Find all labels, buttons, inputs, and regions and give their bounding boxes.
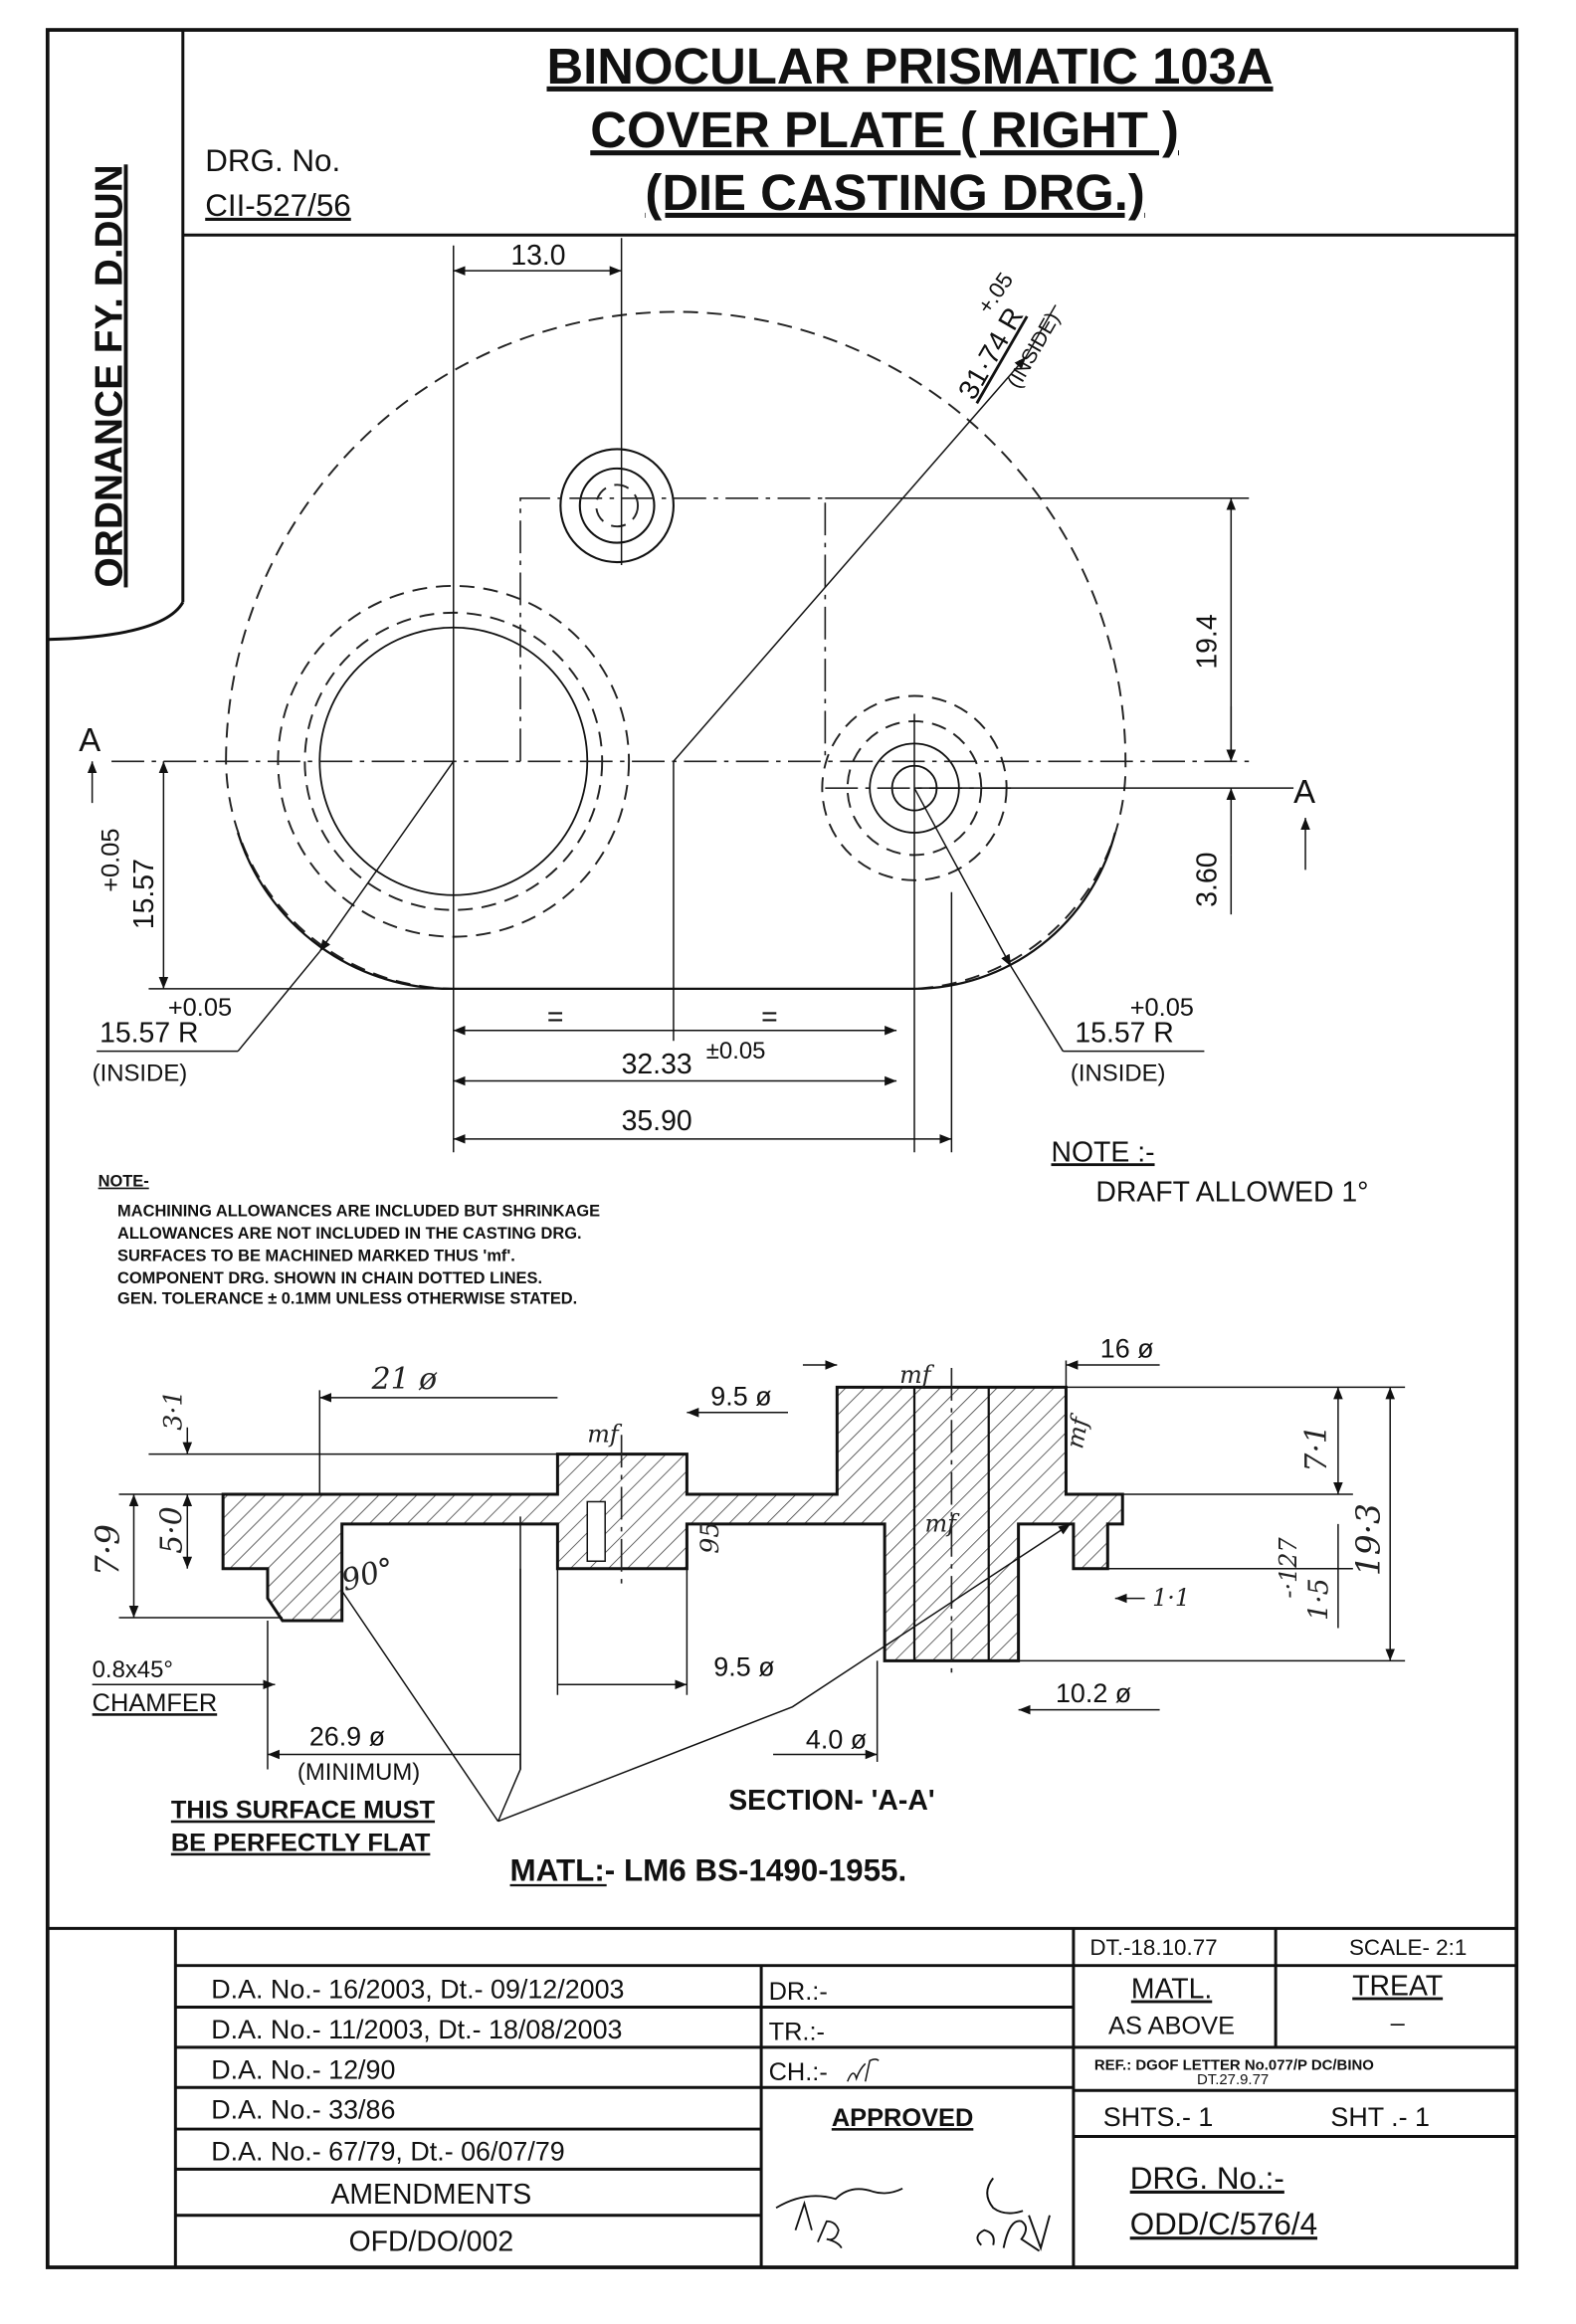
left-radius: 15.57 R: [99, 1018, 198, 1050]
title-line-3: (DIE CASTING DRG.): [645, 164, 1144, 221]
approver-signature-1: [775, 2188, 903, 2249]
drawing-number: CII-527/56: [205, 188, 351, 223]
dim-19-3: 19·3: [1349, 1503, 1388, 1576]
dim-1-1: 1·1: [1152, 1584, 1190, 1612]
chamfer-label: CHAMFER: [93, 1689, 218, 1717]
material-value: AS ABOVE: [1108, 2012, 1235, 2039]
final-drawing-number-label: DRG. No.:-: [1130, 2161, 1284, 2196]
amendments-label: AMENDMENTS: [330, 2179, 531, 2211]
drawing-frame: [45, 28, 1519, 2269]
note-line: GEN. TOLERANCE ± 0.1MM UNLESS OTHERWISE …: [117, 1290, 577, 1308]
right-radius-tolerance: +0.05: [1130, 994, 1194, 1022]
drawing-number-label: DRG. No.: [205, 143, 340, 178]
title-line-2: COVER PLATE ( RIGHT ): [590, 101, 1179, 158]
dim-tolerance-127: -·127: [1275, 1537, 1302, 1599]
notes: NOTE- MACHINING ALLOWANCES ARE INCLUDED …: [98, 1136, 1369, 1307]
cover-plate-outline: [225, 310, 1127, 990]
amendment-row: D.A. No.- 12/90: [211, 2054, 395, 2084]
final-drawing-number: ODD/C/576/4: [1130, 2207, 1317, 2241]
dim-21-dia: 21 ø: [371, 1362, 439, 1397]
note-line: ALLOWANCES ARE NOT INCLUDED IN THE CASTI…: [117, 1225, 582, 1243]
treatment-value: –: [1391, 2009, 1406, 2036]
approver-signature-2: [976, 2177, 1051, 2252]
note-line: MACHINING ALLOWANCES ARE INCLUDED BUT SH…: [117, 1203, 600, 1221]
dim-26-9-dia: 26.9 ø: [309, 1722, 385, 1752]
dim-10-2-dia: 10.2 ø: [1056, 1678, 1131, 1708]
dim-1-5: 1·5: [1303, 1578, 1334, 1621]
dim-minimum: (MINIMUM): [297, 1759, 420, 1786]
draft-note-heading: NOTE :-: [1051, 1136, 1154, 1168]
dim-3-1: 3·1: [157, 1390, 187, 1430]
section-mark-left: A: [79, 721, 100, 758]
header: ORDNANCE FY. D.DUN DRG. No. CII-527/56 B…: [89, 38, 1274, 588]
amendment-row: D.A. No.- 67/79, Dt.- 06/07/79: [211, 2136, 565, 2166]
small-boss-circle: [559, 448, 675, 564]
dim-9-5-top: 9.5 ø: [710, 1381, 771, 1411]
angle-90: 90°: [338, 1551, 398, 1599]
right-radius: 15.57 R: [1075, 1018, 1173, 1050]
dim-5-0: 5·0: [154, 1506, 189, 1554]
treatment-label: TREAT: [1352, 1971, 1443, 2003]
dim-95: 95: [694, 1521, 724, 1553]
dim-35-90: 35.90: [622, 1105, 692, 1137]
left-radius-tolerance: +0.05: [168, 994, 232, 1022]
flat-surface-note-line-2: BE PERFECTLY FLAT: [171, 1830, 431, 1857]
dim-13-0: 13.0: [510, 240, 565, 272]
material-spec: MATL:- LM6 BS-1490-1955.: [510, 1853, 907, 1888]
approved-label: APPROVED: [832, 2104, 974, 2132]
equal-left: =: [547, 1001, 564, 1033]
title-block: D.A. No.- 16/2003, Dt.- 09/12/2003 D.A. …: [47, 1926, 1517, 2268]
equal-right: =: [761, 1001, 778, 1033]
draft-note-text: DRAFT ALLOWED 1°: [1095, 1177, 1368, 1209]
section-mark-right: A: [1293, 773, 1315, 810]
section-label: SECTION- 'A-A': [728, 1785, 934, 1817]
note-line: COMPONENT DRG. SHOWN IN CHAIN DOTTED LIN…: [117, 1269, 542, 1287]
dim-32-33-tolerance: ±0.05: [706, 1038, 766, 1065]
note-heading: NOTE-: [98, 1173, 149, 1191]
right-radius-inside: (INSIDE): [1071, 1061, 1166, 1087]
sheets-total: SHTS.- 1: [1103, 2102, 1214, 2132]
form-number: OFD/DO/002: [349, 2227, 514, 2258]
top-view: 13.0 +.05 31·74 R (INSIDE) 19.4 3.60 A A…: [79, 238, 1315, 1153]
left-height-tolerance: +0.05: [98, 829, 125, 892]
checker-initials: [847, 2058, 880, 2082]
reference-line-2: DT.27.9.77: [1197, 2071, 1269, 2088]
drawing-scale: SCALE- 2:1: [1349, 1935, 1467, 1960]
section-view: 7·9 5·0 3·1 21 ø 90° mf mf mf mf 9.5 ø 9…: [89, 1334, 1406, 1888]
mf-mark: mf: [1061, 1411, 1094, 1451]
sheet-number: SHT .- 1: [1330, 2102, 1430, 2132]
traced-by: TR.:-: [769, 2018, 825, 2045]
dim-9-5-bottom: 9.5 ø: [713, 1651, 774, 1681]
dim-7-1: 7·1: [1299, 1425, 1334, 1472]
section-body: [221, 1385, 1124, 1662]
amendment-row: D.A. No.- 16/2003, Dt.- 09/12/2003: [211, 1975, 624, 2005]
amendment-row: D.A. No.- 33/86: [211, 2095, 395, 2125]
dim-32-33: 32.33: [622, 1049, 692, 1080]
amendment-row: D.A. No.- 11/2003, Dt.- 18/08/2003: [211, 2015, 622, 2044]
dim-4-0-dia: 4.0 ø: [806, 1725, 867, 1755]
dim-19-4: 19.4: [1191, 614, 1223, 669]
drawing-date: DT.-18.10.77: [1089, 1935, 1217, 1960]
dim-3-60: 3.60: [1191, 852, 1223, 906]
drawn-by: DR.:-: [769, 1978, 828, 2006]
side-label: ORDNANCE FY. D.DUN: [89, 164, 131, 587]
reference-line-1: REF.: DGOF LETTER No.077/P DC/BINO: [1094, 2056, 1374, 2073]
note-line: SURFACES TO BE MACHINED MARKED THUS 'mf'…: [117, 1247, 515, 1264]
checked-by: CH.:-: [769, 2058, 828, 2086]
chamfer-size: 0.8x45°: [93, 1656, 173, 1683]
left-height: 15.57: [128, 859, 160, 929]
mf-mark: mf: [587, 1421, 623, 1449]
left-radius-inside: (INSIDE): [93, 1061, 188, 1087]
dim-7-9: 7·9: [89, 1524, 127, 1576]
flat-surface-note-line-1: THIS SURFACE MUST: [171, 1797, 436, 1825]
dim-16-dia: 16 ø: [1100, 1334, 1154, 1364]
mf-mark: mf: [899, 1361, 935, 1389]
title-line-1: BINOCULAR PRISMATIC 103A: [547, 38, 1274, 95]
material-label: MATL.: [1131, 1974, 1212, 2006]
mf-mark: mf: [924, 1509, 960, 1537]
